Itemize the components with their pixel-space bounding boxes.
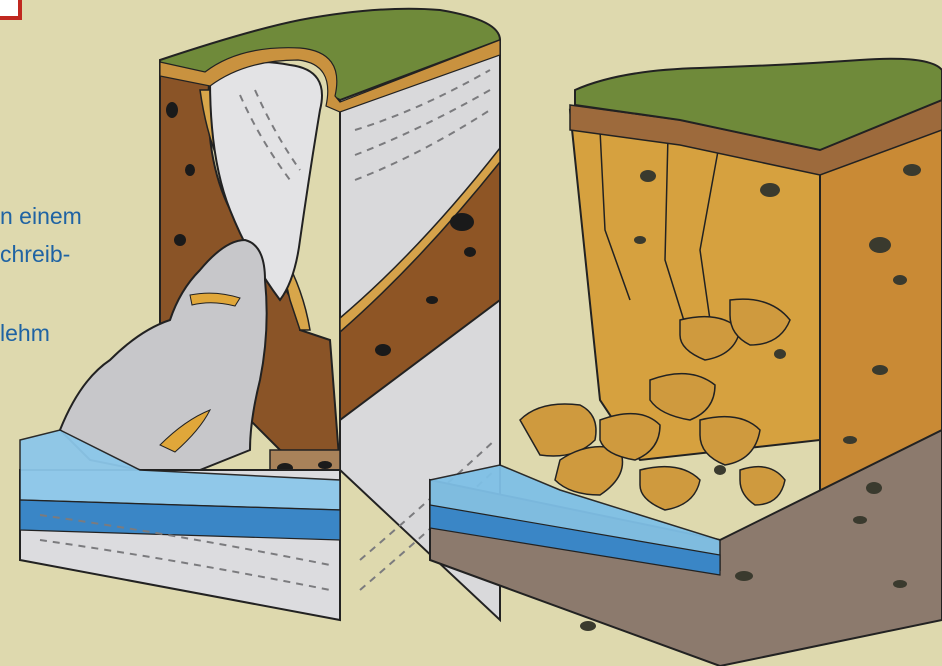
corner-badge-icon (0, 0, 20, 18)
caption-line-3: lehm (0, 320, 50, 347)
left-block-chalk-cliff (20, 9, 500, 620)
caption-line-1: n einem (0, 203, 82, 230)
right-block-loess-cliff (430, 59, 942, 666)
caption-line-2: chreib- (0, 241, 70, 268)
